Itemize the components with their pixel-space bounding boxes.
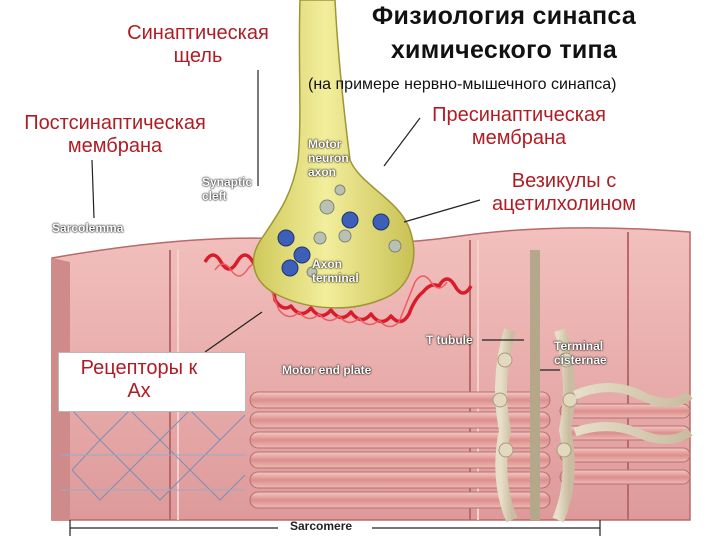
label-presynaptic-membrane-ru: Пресинаптическая мембрана (432, 104, 606, 149)
subtitle: (на примере нервно-мышечного синапса) (308, 76, 617, 93)
title-line-1: Физиология синапса (371, 2, 637, 30)
label-motor-end-plate: Motor end plate (282, 363, 372, 377)
receptors-label-box: Рецепторы к Ах (58, 352, 246, 412)
junctional-folds (203, 253, 473, 324)
axon-terminal-shape (252, 0, 415, 309)
title-line-2: химического типа (390, 36, 618, 64)
leader-lines (69, 70, 601, 536)
label-vesicles-ru: Везикулы с ацетилхолином (491, 170, 637, 215)
label-receptors-ru: Рецепторы к Ах (80, 357, 198, 402)
label-sarcolemma: Sarcolemma (52, 221, 124, 235)
label-sarcomere: Sarcomere (290, 519, 353, 533)
label-postsynaptic-membrane-ru: Постсинаптическая мембрана (24, 112, 206, 157)
terminal-cisternae-structure (492, 250, 693, 523)
label-t-tubule: T tubule (426, 333, 473, 347)
label-axon-terminal: Axon terminal (312, 257, 359, 285)
synaptic-vesicles (277, 184, 402, 278)
label-synaptic-cleft: Synaptic cleft (202, 175, 253, 203)
label-motor-neuron-axon: Motor neuron axon (308, 137, 349, 179)
myofibrils (249, 391, 691, 509)
motor-neuron-axon (252, 0, 415, 309)
junctional-folds-inner (214, 263, 448, 328)
label-terminal-cisternae: Terminal cisternae (554, 339, 607, 367)
label-synaptic-cleft-ru: Синаптическая щель (127, 22, 269, 67)
